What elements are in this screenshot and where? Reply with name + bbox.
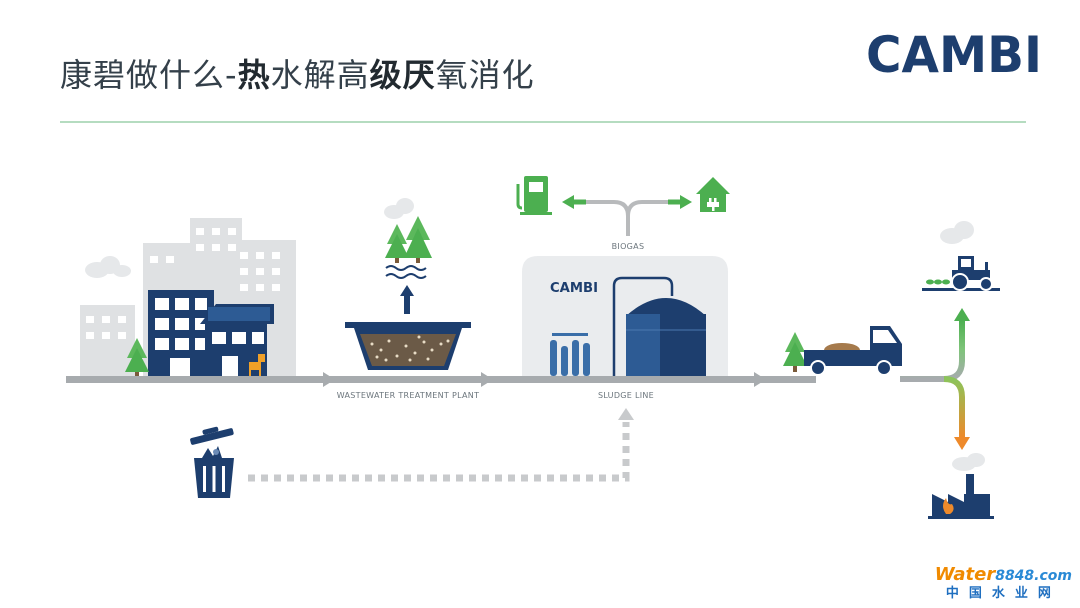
- watermark-brand: Water8848.com: [935, 565, 1072, 586]
- watermark-word: Water: [934, 564, 996, 585]
- sprout-icon: [926, 279, 950, 285]
- biogas-right-arrow: [680, 195, 692, 209]
- house-plug-icon: [696, 177, 730, 212]
- hydrolysis-reactors-icon: [550, 333, 590, 376]
- tractor-icon: [922, 221, 1000, 291]
- title-bold-2: 级厌: [369, 56, 436, 94]
- watermark-suffix: .com: [1034, 568, 1072, 584]
- food-waste-icon: [202, 446, 222, 458]
- cambi-logo-text: CAMBI: [866, 26, 1042, 78]
- watermark: Water8848.com 中国水业网: [935, 565, 1072, 602]
- digester-tank-icon: [626, 298, 706, 376]
- city-cloud-icon: [85, 256, 131, 278]
- forest-cloud-icon: [384, 198, 414, 219]
- title-part-1: 康碧做什么-: [60, 56, 238, 94]
- up-arrow-icon: [400, 285, 414, 314]
- factory-icon: [928, 453, 994, 519]
- truck-icon: [783, 326, 902, 376]
- biogas-left-arrow: [562, 195, 574, 209]
- main-pipeline: [66, 372, 816, 387]
- food-waste-dashed-line: [248, 408, 634, 482]
- flame-icon: [943, 498, 954, 514]
- pipeline-arrow-2: [481, 372, 493, 387]
- biogas-label: BIOGAS: [612, 242, 645, 251]
- city-tree-icon: [125, 338, 149, 378]
- biogas-pipe: [612, 276, 674, 376]
- title-divider: [60, 121, 1026, 123]
- wastewater-treatment-plant-label: WASTEWATER TREATMENT PLANT: [337, 391, 480, 400]
- dashed-up-arrow: [618, 408, 634, 420]
- title-bold-1: 热: [237, 56, 271, 94]
- tractor-cloud-icon: [940, 221, 974, 244]
- fuel-pump-icon: [516, 176, 552, 215]
- pipeline-arrow-1: [323, 372, 335, 387]
- factory-smoke-icon: [952, 453, 985, 471]
- title-part-3: 氧消化: [435, 56, 535, 94]
- wastewater-treatment-plant-icon: [345, 198, 471, 370]
- reuse-up-arrow: [954, 308, 970, 321]
- dog-icon: [249, 354, 265, 376]
- truck-tree-icon: [783, 332, 807, 372]
- pipeline-arrow-3: [754, 372, 766, 387]
- cambi-logo: CAMBI: [866, 26, 1042, 78]
- cambi-plant-icon: CAMBI: [522, 256, 728, 376]
- reuse-down-arrow: [954, 437, 970, 450]
- watermark-cn: 中国水业网: [945, 586, 1061, 601]
- water-waves-icon: [385, 265, 427, 279]
- page-title: 康碧做什么-热水解高级厌氧消化: [60, 50, 535, 96]
- biogas-split-arrows: [562, 195, 692, 236]
- sludge-line-label: SLUDGE LINE: [598, 391, 654, 400]
- city-icon: [80, 218, 296, 378]
- waste-bin-icon: [190, 426, 234, 498]
- forest-icon: [385, 216, 432, 263]
- title-part-2: 水解高: [270, 56, 370, 94]
- reuse-split-arrows: [900, 308, 970, 450]
- cambi-plant-logo: CAMBI: [550, 281, 598, 296]
- watermark-number: 8848: [995, 568, 1035, 584]
